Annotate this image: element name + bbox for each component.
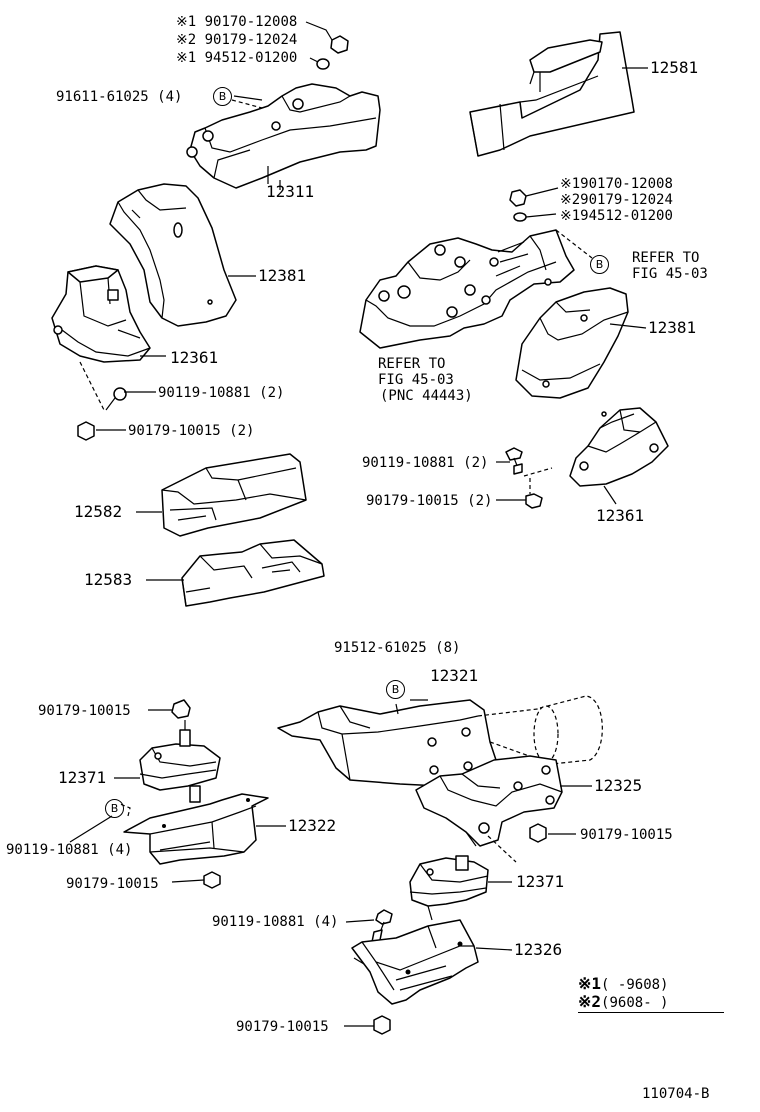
- label-part-12321: 12321: [430, 666, 479, 685]
- label-refer-center-3: (PNC 44443): [380, 388, 473, 404]
- legend-row-1: ※1( -9608): [578, 974, 724, 993]
- bolt-90119-lower-center-icon: [371, 909, 393, 943]
- leader-lines: [69, 67, 648, 1027]
- frame-bracket-center: [359, 229, 593, 349]
- bracket-12311: [186, 83, 381, 189]
- label-bolt-lower-left: 90119-10881 (4): [6, 842, 133, 858]
- label-right-nut-2: ※290179-12024: [560, 192, 673, 208]
- nut-90179-lower-left-2-icon: [203, 871, 221, 889]
- label-bolt-mid-90119: 90119-10881 (2): [362, 455, 489, 471]
- part-12581-shape: [469, 31, 635, 157]
- nut-90170-top-icon: [305, 21, 349, 54]
- label-part-12361-left: 12361: [170, 348, 219, 367]
- legend-row-1-text: ( -9608): [601, 977, 669, 993]
- label-nut-left-90179: 90179-10015 (2): [128, 423, 255, 439]
- label-nut-mid-90179: 90179-10015 (2): [366, 493, 493, 509]
- label-top-washer-1: ※1 94512-01200: [176, 50, 298, 66]
- nut-90179-lower-left-icon: [171, 699, 191, 719]
- label-right-nut-1: ※190170-12008: [560, 176, 673, 192]
- label-part-12371-left: 12371: [58, 768, 107, 787]
- label-nut-bottom: 90179-10015: [236, 1019, 329, 1035]
- label-refer-center-1: REFER TO: [378, 356, 446, 372]
- b-symbol-3: B: [386, 680, 405, 699]
- diagram-id: 110704-B: [642, 1086, 710, 1102]
- nut-90179-lower-right-icon: [487, 823, 547, 863]
- nut-90179-left-icon: [77, 421, 95, 441]
- label-bolt-lower-center: 90119-10881 (4): [212, 914, 339, 930]
- label-refer-center-2: FIG 45-03: [378, 372, 454, 388]
- label-part-12325: 12325: [594, 776, 643, 795]
- nut-90170-right-icon: [509, 187, 559, 207]
- insulator-12381-right-shape: [515, 287, 629, 399]
- b-symbol-4: B: [105, 799, 124, 818]
- b-symbol-2: B: [590, 255, 609, 274]
- bracket-12326-shape: [351, 919, 479, 1005]
- label-nut-lower-right: 90179-10015: [580, 827, 673, 843]
- label-bolt-91512: 91512-61025 (8): [334, 640, 461, 656]
- mount-12371-right-shape: [409, 855, 489, 921]
- label-part-12322: 12322: [288, 816, 337, 835]
- label-nut-lower-left-2: 90179-10015: [66, 876, 159, 892]
- label-part-12582: 12582: [74, 502, 123, 521]
- label-right-washer-1: ※194512-01200: [560, 208, 673, 224]
- b-symbol-1: B: [213, 87, 232, 106]
- legend-rule: [578, 1012, 724, 1013]
- label-part-12381-right: 12381: [648, 318, 697, 337]
- nut-90179-mid-icon: [525, 493, 543, 509]
- legend: ※1( -9608) ※2(9608- ): [578, 974, 724, 1013]
- label-part-12581: 12581: [650, 58, 699, 77]
- legend-row-2-text: (9608- ): [601, 995, 669, 1011]
- label-part-12311: 12311: [266, 182, 315, 201]
- label-bolt-91611: 91611-61025 (4): [56, 89, 183, 105]
- legend-row-2-mark: ※2: [578, 992, 602, 1011]
- legend-row-2: ※2(9608- ): [578, 992, 724, 1011]
- label-part-12583: 12583: [84, 570, 133, 589]
- mount-12361-right-shape: [569, 407, 669, 505]
- label-nut-lower-left: 90179-10015: [38, 703, 131, 719]
- legend-row-1-mark: ※1: [578, 974, 602, 993]
- nut-90179-bottom-icon: [373, 1015, 391, 1035]
- label-part-12326: 12326: [514, 940, 563, 959]
- bolt-90119-left-icon: [79, 361, 127, 411]
- label-bolt-left-90119: 90119-10881 (2): [158, 385, 285, 401]
- label-top-nut-2: ※2 90179-12024: [176, 32, 298, 48]
- label-top-nut-1: ※1 90170-12008: [176, 14, 298, 30]
- bracket-12325-shape: [415, 755, 563, 847]
- label-part-12361-right: 12361: [596, 506, 645, 525]
- crossmember-12321-shape: [277, 699, 547, 787]
- mount-12361-left-shape: [51, 265, 151, 363]
- bolt-90119-mid-icon: [505, 447, 553, 494]
- insulator-12381-left-shape: [109, 183, 237, 327]
- skid-plate-12582-shape: [161, 453, 307, 537]
- bracket-12322-shape: [119, 793, 269, 865]
- plate-12583-shape: [181, 539, 325, 607]
- label-refer-right-1: REFER TO: [632, 250, 700, 266]
- washer-94512-right-icon: [513, 212, 557, 222]
- washer-94512-top-icon: [309, 57, 330, 70]
- label-refer-right-2: FIG 45-03: [632, 266, 708, 282]
- label-part-12381-left: 12381: [258, 266, 307, 285]
- label-part-12371-right: 12371: [516, 872, 565, 891]
- cylinder-outline: [533, 695, 603, 765]
- mount-12371-left-shape: [139, 720, 221, 803]
